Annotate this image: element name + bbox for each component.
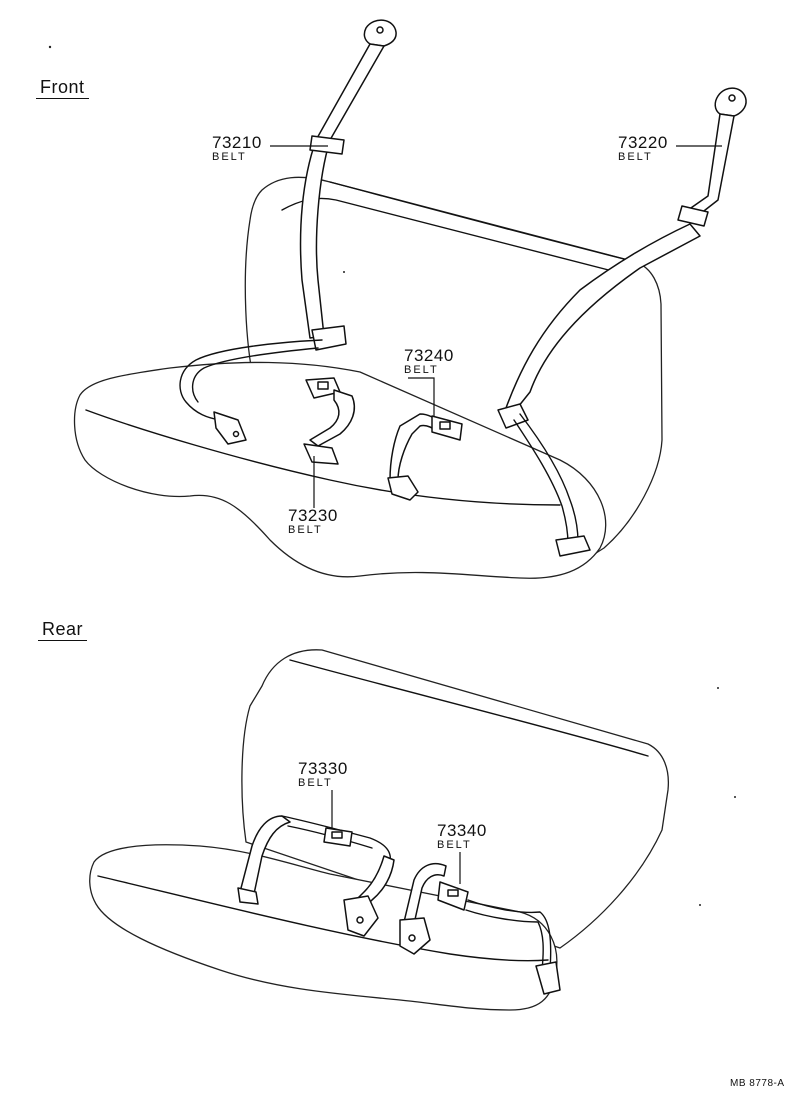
rear-section-title: Rear	[38, 619, 88, 641]
front-section-title: Front	[36, 77, 89, 99]
part-name: BELT	[212, 151, 247, 163]
part-label-73240[interactable]: 73240 BELT	[404, 347, 454, 376]
belt-73220-guide	[677, 205, 709, 227]
part-label-73220[interactable]: 73220 BELT	[618, 134, 668, 163]
part-name: BELT	[437, 839, 472, 851]
belt-73230-webbing	[309, 389, 356, 447]
belt-73220-diagonal	[505, 223, 701, 413]
rear-seat-cushion	[89, 844, 558, 1011]
front-seat-drawing	[73, 176, 663, 579]
part-number: 73340	[437, 821, 487, 840]
part-number: 73220	[618, 133, 668, 152]
rear-seat-back	[241, 649, 670, 949]
part-name: BELT	[618, 151, 653, 163]
belt-73230-floor-anchor	[303, 443, 339, 465]
part-label-73210[interactable]: 73210 BELT	[212, 134, 262, 163]
part-name: BELT	[404, 364, 439, 376]
rear-leader-lines	[331, 790, 461, 884]
part-label-73330[interactable]: 73330 BELT	[298, 760, 348, 789]
belt-73340-side-anchor	[535, 961, 561, 995]
belt-73240-floor-anchor	[387, 475, 419, 501]
rear-seat-drawing	[89, 649, 670, 1011]
part-number: 73240	[404, 346, 454, 365]
belt-73220-webbing-upper	[687, 113, 735, 215]
belt-73210-guide	[309, 135, 345, 155]
drawing-specks	[48, 45, 736, 906]
belt-73330-floor-anchor	[343, 895, 379, 937]
belt-73220-lower-strap	[519, 413, 579, 543]
belt-73220-floor-anchor	[555, 535, 591, 557]
part-number: 73210	[212, 133, 262, 152]
part-name: BELT	[298, 777, 333, 789]
belt-73210-lap-strap	[179, 339, 323, 421]
belt-73230-drawing	[303, 377, 356, 465]
belt-73330-top-strap	[281, 815, 392, 863]
belt-73340-left-strap	[403, 862, 447, 925]
figure-code: MB 8778-A	[730, 1078, 785, 1089]
belt-73340-diagonal-strap	[467, 899, 552, 971]
belt-73330-drawing	[237, 815, 395, 937]
part-name: BELT	[288, 524, 323, 536]
part-label-73230[interactable]: 73230 BELT	[288, 507, 338, 536]
part-label-73340[interactable]: 73340 BELT	[437, 822, 487, 851]
belt-73340-drawing	[399, 862, 561, 995]
belt-73220-buckle	[497, 403, 529, 429]
belt-73240-drawing	[387, 413, 463, 501]
belt-73210-buckle-end	[311, 325, 347, 351]
belt-73220-drawing	[497, 87, 747, 557]
belt-73220-anchor-top	[714, 87, 747, 117]
front-leader-lines	[270, 145, 722, 508]
part-number: 73330	[298, 759, 348, 778]
belt-73330-left-strap	[239, 815, 291, 895]
part-number: 73230	[288, 506, 338, 525]
belt-73210-drawing	[179, 19, 397, 445]
